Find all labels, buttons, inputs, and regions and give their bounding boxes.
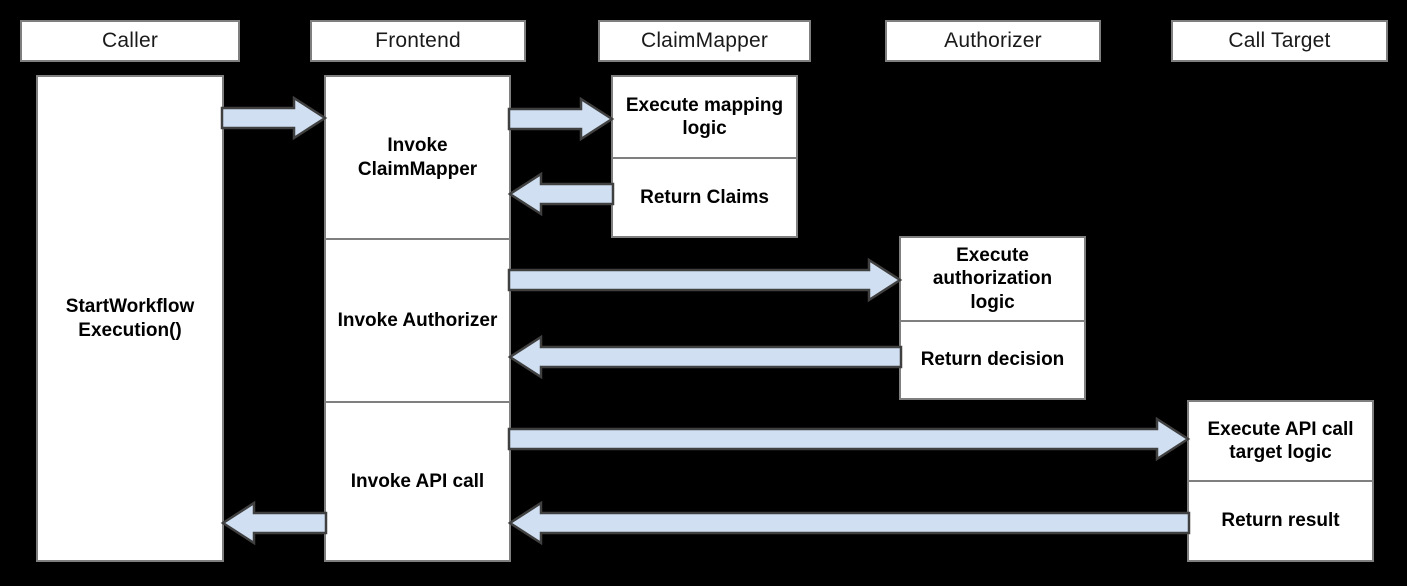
lifeline-call-target: Execute API call target logic Return res…	[1187, 400, 1374, 562]
claimmapper-execute-mapping-label: Execute mapping logic	[625, 94, 784, 139]
lifeline-frontend: Invoke ClaimMapper Invoke Authorizer Inv…	[324, 75, 511, 562]
frontend-invoke-authorizer-cell: Invoke Authorizer	[326, 238, 509, 401]
header-authorizer: Authorizer	[885, 20, 1101, 62]
arrow-call-target-to-frontend	[507, 500, 1191, 546]
header-frontend-label: Frontend	[375, 29, 461, 52]
arrow-frontend-to-claimmapper	[507, 96, 615, 142]
authorizer-execute-auth-label: Execute authorization logic	[932, 245, 1053, 313]
claimmapper-return-claims-cell: Return Claims	[613, 157, 796, 236]
frontend-invoke-claimmapper-label: Invoke ClaimMapper	[357, 135, 478, 180]
authorizer-execute-auth-cell: Execute authorization logic	[901, 238, 1084, 320]
caller-activation-cell: StartWorkflow Execution()	[38, 77, 222, 560]
arrow-authorizer-to-frontend	[507, 334, 903, 380]
claimmapper-execute-mapping-cell: Execute mapping logic	[613, 77, 796, 157]
lifeline-caller: StartWorkflow Execution()	[36, 75, 224, 562]
calltarget-return-result-label: Return result	[1221, 510, 1340, 532]
header-call-target-label: Call Target	[1228, 29, 1331, 52]
header-caller-label: Caller	[101, 29, 159, 52]
header-caller: Caller	[20, 20, 240, 62]
frontend-invoke-api-call-cell: Invoke API call	[326, 401, 509, 560]
frontend-invoke-authorizer-label: Invoke Authorizer	[337, 309, 498, 331]
header-call-target: Call Target	[1171, 20, 1388, 62]
calltarget-execute-api-label: Execute API call target logic	[1207, 418, 1354, 463]
header-claimmapper-label: ClaimMapper	[640, 29, 769, 52]
authorizer-return-decision-cell: Return decision	[901, 320, 1084, 398]
calltarget-return-result-cell: Return result	[1189, 480, 1372, 560]
caller-activation-label: StartWorkflow Execution()	[65, 296, 195, 341]
header-authorizer-label: Authorizer	[944, 29, 1042, 52]
arrow-frontend-to-authorizer	[507, 257, 903, 303]
lifeline-claimmapper: Execute mapping logic Return Claims	[611, 75, 798, 238]
lifeline-authorizer: Execute authorization logic Return decis…	[899, 236, 1086, 400]
arrow-frontend-to-call-target	[507, 416, 1191, 462]
frontend-invoke-api-call-label: Invoke API call	[350, 470, 485, 492]
authorizer-return-decision-label: Return decision	[920, 349, 1065, 371]
calltarget-execute-api-cell: Execute API call target logic	[1189, 402, 1372, 480]
arrow-frontend-to-caller	[220, 500, 328, 546]
arrow-caller-to-frontend	[220, 95, 328, 141]
frontend-invoke-claimmapper-cell: Invoke ClaimMapper	[326, 77, 509, 238]
arrow-claimmapper-to-frontend	[507, 171, 615, 217]
header-frontend: Frontend	[310, 20, 526, 62]
header-claimmapper: ClaimMapper	[598, 20, 811, 62]
claimmapper-return-claims-label: Return Claims	[640, 186, 769, 208]
